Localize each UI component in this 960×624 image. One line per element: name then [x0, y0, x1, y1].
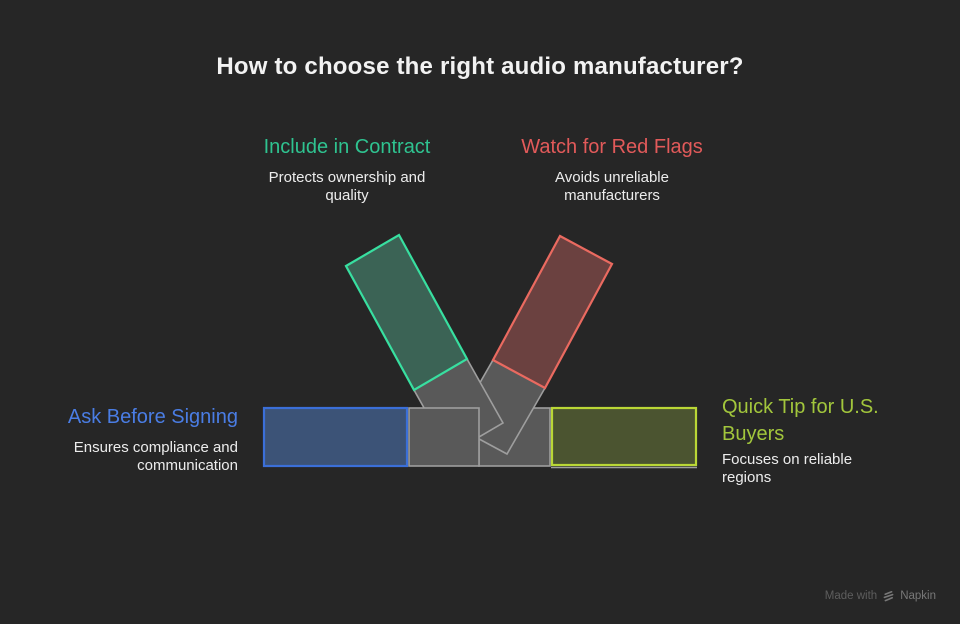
signing-bar-shape — [262, 406, 409, 468]
napkin-brand-label: Napkin — [900, 590, 936, 602]
section-description-quick-tip: Focuses on reliable regions — [722, 451, 853, 486]
made-with-label: Made with — [824, 590, 878, 602]
section-heading-contract: Include in Contract — [263, 136, 431, 158]
quick-tip-bar-shape — [550, 406, 698, 467]
red-flags-bar-shape — [491, 234, 614, 390]
section-heading-quick-tip: Quick Tip for U.S. Buyers — [722, 396, 879, 445]
section-description-signing: Ensures compliance and communication — [73, 439, 238, 474]
section-description-contract: Protects ownership and quality — [268, 169, 426, 204]
section-heading-red-flags: Watch for Red Flags — [521, 136, 703, 158]
base-bar-gray-left-segment — [408, 407, 480, 467]
section-description-red-flags: Avoids unreliable manufacturers — [555, 169, 669, 204]
page-title: How to choose the right audio manufactur… — [216, 53, 744, 80]
napkin-logo-icon — [883, 590, 894, 601]
contract-bar-shape — [344, 233, 469, 392]
made-with-napkin-link[interactable]: Made with Napkin — [825, 588, 936, 604]
section-heading-signing: Ask Before Signing — [67, 406, 238, 428]
